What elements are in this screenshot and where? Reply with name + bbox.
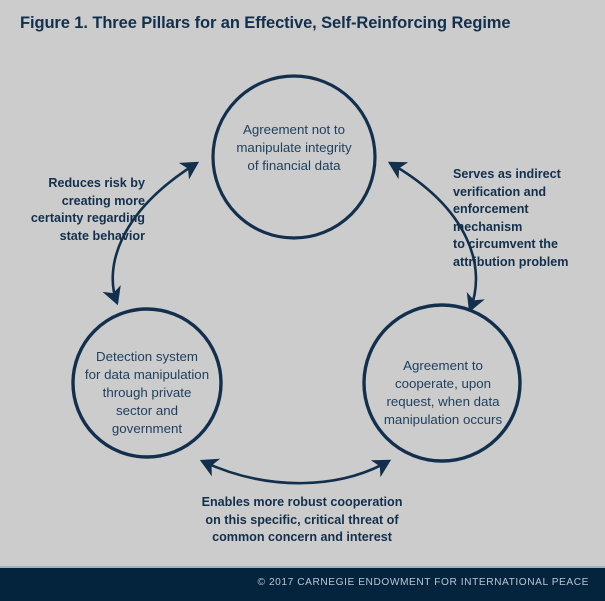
figure-title: Figure 1. Three Pillars for an Effective… <box>20 14 511 32</box>
circle-left <box>71 307 223 459</box>
connector-left-arrow <box>102 161 200 306</box>
right-connector-label: Serves as indirect verification and enfo… <box>453 167 569 269</box>
connector-bottom-arrow <box>199 458 392 485</box>
bottom-connector-label: Enables more robust cooperation on this … <box>201 495 403 544</box>
circle-right-label: Agreement to cooperate, upon request, wh… <box>383 358 503 427</box>
circle-top-label: Agreement not to manipulate integrity of… <box>236 122 352 173</box>
connector-right-arrow <box>387 161 485 313</box>
left-connector-label: Reduces risk by creating more certainty … <box>30 176 145 243</box>
footer-band: © 2017 CARNEGIE ENDOWMENT FOR INTERNATIO… <box>0 566 605 601</box>
circle-top <box>211 74 377 240</box>
copyright-text: © 2017 CARNEGIE ENDOWMENT FOR INTERNATIO… <box>257 577 589 588</box>
circle-left-label: Detection system for data manipulation t… <box>84 349 210 436</box>
